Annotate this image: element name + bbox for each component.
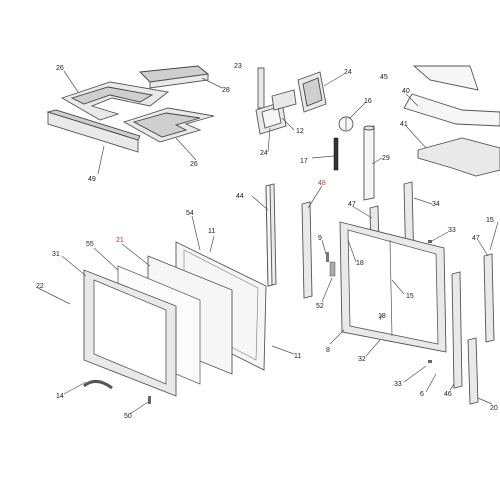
- callout-50: 50: [124, 413, 132, 420]
- grate-lower-part-26: [122, 107, 215, 143]
- plate-part-40: [403, 93, 500, 127]
- screw-part-50: [148, 396, 151, 404]
- callout-34: 34: [432, 201, 440, 208]
- callout-18-upper: 18: [356, 260, 364, 267]
- callout-17: 17: [300, 158, 308, 165]
- callout-11-lower: 11: [294, 353, 301, 360]
- frame-part-32: [339, 221, 447, 353]
- rail-part-49: [46, 109, 141, 153]
- grate-top-part-26: [60, 81, 170, 121]
- callout-54: 54: [186, 210, 194, 217]
- post-part-47-right: [483, 253, 495, 343]
- callout-9: 9: [318, 235, 322, 242]
- callout-31: 31: [52, 251, 60, 258]
- plate-part-41: [417, 137, 500, 177]
- callout-14: 14: [56, 393, 64, 400]
- callout-40: 40: [402, 88, 410, 95]
- panel-part-24-lower: [255, 89, 297, 135]
- callout-24-top: 24: [344, 69, 352, 76]
- callout-11-top: 11: [208, 228, 215, 235]
- callout-33-top: 33: [448, 227, 456, 234]
- callout-33-bottom: 33: [394, 381, 402, 388]
- callout-44: 44: [236, 193, 244, 200]
- callout-21: 21: [116, 237, 124, 244]
- leader-lines: [37, 70, 499, 415]
- tube-part-29: [363, 125, 375, 201]
- callout-15: 15: [406, 293, 414, 300]
- callout-26-top: 26: [56, 65, 64, 72]
- callout-46: 46: [444, 391, 452, 398]
- callout-16: 16: [364, 98, 372, 105]
- spring-part-17: [333, 137, 339, 171]
- firebrick-part-28: [139, 65, 210, 89]
- callout-47-right: 47: [472, 235, 480, 242]
- callout-8: 8: [326, 347, 330, 354]
- handle-part-14: [83, 380, 113, 390]
- callout-32: 32: [358, 356, 366, 363]
- panel-part-24-top: [257, 67, 327, 113]
- post-part-44: [265, 183, 277, 287]
- callout-55: 55: [86, 241, 94, 248]
- door-frame-part-31: [83, 269, 177, 397]
- callout-15-right: 15: [486, 217, 494, 224]
- callout-6: 6: [420, 391, 424, 398]
- pin-part-33: [428, 240, 432, 363]
- callout-12: 12: [296, 128, 304, 135]
- callout-26-lower: 26: [190, 161, 198, 168]
- callout-23: 23: [234, 63, 242, 70]
- callout-20: 20: [490, 405, 498, 412]
- plate-part-40-top: [412, 65, 479, 91]
- post-part-48: [301, 201, 313, 299]
- callout-29: 29: [382, 155, 390, 162]
- clip-part-52: [329, 261, 336, 277]
- callout-41: 41: [400, 121, 408, 128]
- callout-48: 48: [318, 180, 326, 187]
- callout-45: 45: [380, 74, 388, 81]
- post-part-20: [467, 337, 479, 405]
- callout-28: 28: [222, 87, 230, 94]
- dial-part-16: [338, 116, 354, 132]
- callout-52: 52: [316, 303, 324, 310]
- callout-18-lower: 18: [378, 313, 386, 320]
- post-part-46: [451, 271, 463, 389]
- callout-47-top: 47: [348, 201, 356, 208]
- callout-49: 49: [88, 176, 96, 183]
- screw-part-9: [326, 252, 329, 262]
- callout-24-lower: 24: [260, 150, 268, 157]
- callout-22: 22: [36, 283, 44, 290]
